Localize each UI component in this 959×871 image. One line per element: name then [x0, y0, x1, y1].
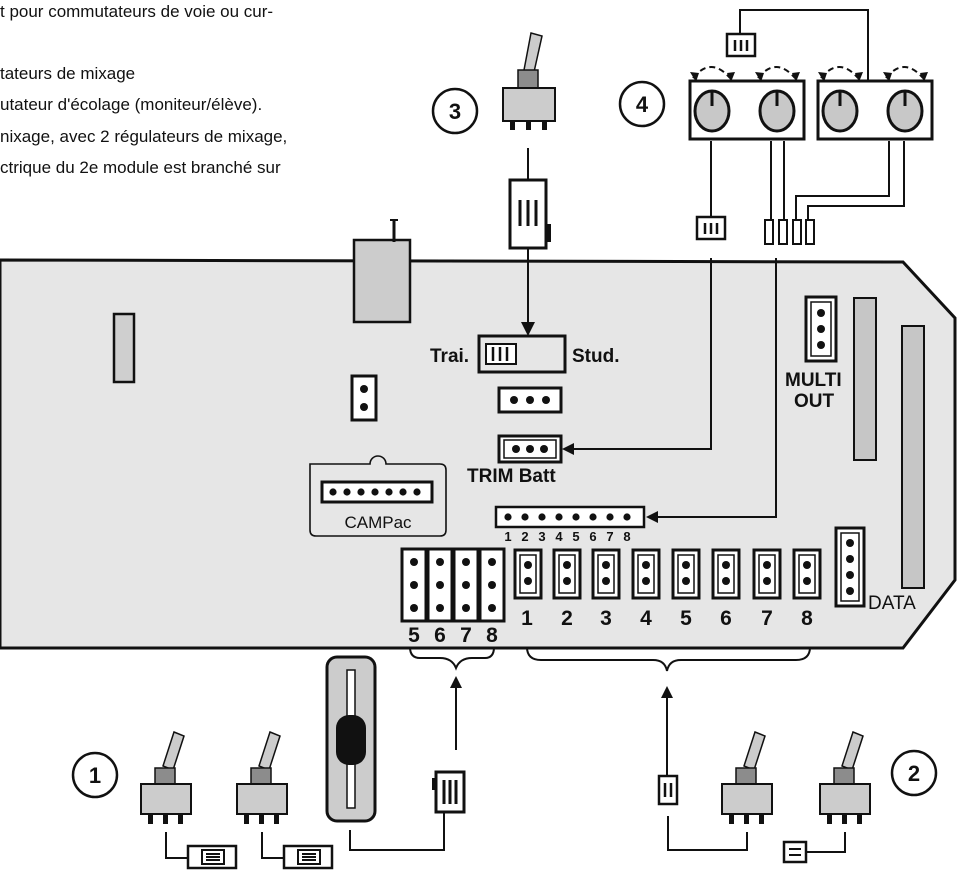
callout-2: 2	[890, 749, 938, 797]
data-label: DATA	[868, 593, 916, 614]
callout-number: 2	[908, 761, 920, 786]
callout-number: 4	[636, 92, 649, 117]
callout-1: 1	[71, 751, 119, 799]
antenna-module	[352, 219, 412, 324]
mixer-module-1	[688, 66, 806, 141]
slot-number: 8	[801, 607, 813, 630]
aux-slot-number: 7	[460, 624, 472, 647]
three-pin-socket	[497, 386, 563, 414]
eight-pin-header: 1 2 3 4 5 6 7 8	[494, 505, 646, 544]
toggle-switch-2b	[782, 731, 871, 864]
slot-number: 2	[561, 607, 573, 630]
callout-number: 1	[89, 763, 101, 788]
slot-number: 4	[640, 607, 652, 630]
switch-sockets-1-8: 1 2 3 4 5 6 7 8	[513, 548, 822, 630]
header-number: 2	[521, 529, 528, 544]
multi-label: MULTI	[785, 370, 842, 391]
intro-line: nixage, avec 2 régulateurs de mixage,	[0, 127, 288, 146]
intro-line: ctrique du 2e module est branché sur	[0, 158, 281, 177]
side-bar-long	[901, 325, 925, 589]
two-pin-plug-2	[657, 774, 748, 851]
mixer-module-2	[816, 66, 934, 141]
slot-number: 5	[680, 607, 692, 630]
brace-left	[409, 646, 495, 750]
student-label: Stud.	[572, 346, 620, 367]
header-number: 4	[555, 529, 563, 544]
header-number: 8	[623, 529, 630, 544]
callout-3: 3	[431, 87, 479, 135]
trim-batt-socket: TRIM Batt	[467, 434, 563, 487]
header-number: 3	[538, 529, 545, 544]
brace-right	[526, 646, 811, 775]
data-socket: DATA	[834, 526, 916, 614]
toggle-switch-2a	[721, 731, 773, 824]
slot-number: 3	[600, 607, 612, 630]
aux-slot-number: 5	[408, 624, 420, 647]
header-number: 6	[589, 529, 596, 544]
campac-module: CAMPac	[309, 455, 447, 537]
toggle-switch-1b	[236, 731, 334, 870]
three-pin-plug-3	[508, 178, 551, 336]
callout-4: 4	[618, 80, 666, 128]
trainer-label: Trai.	[430, 346, 469, 367]
callout-number: 3	[449, 99, 461, 124]
header-number: 7	[606, 529, 613, 544]
three-pin-plug-1	[432, 770, 466, 814]
slot-number: 7	[761, 607, 773, 630]
out-label: OUT	[794, 391, 835, 412]
left-slot	[112, 312, 136, 384]
slot-number: 6	[720, 607, 732, 630]
intro-line: t pour commutateurs de voie ou cur-	[0, 2, 274, 21]
slot-number: 1	[521, 607, 533, 630]
linear-slider	[325, 655, 445, 851]
header-number: 5	[572, 529, 579, 544]
intro-line: tateurs de mixage	[0, 64, 136, 83]
aux-slot-number: 6	[434, 624, 446, 647]
intro-line: utateur d'écolage (moniteur/élève).	[0, 95, 263, 114]
header-number: 1	[504, 529, 511, 544]
trainer-student-switch: Trai. Stud.	[430, 334, 620, 374]
two-pin-socket	[350, 374, 378, 422]
multi-out-socket: MULTI OUT	[785, 295, 842, 412]
mixer-link-cable	[725, 9, 869, 80]
mixer-wires	[646, 141, 905, 523]
trim-batt-label: TRIM Batt	[467, 466, 556, 487]
aux-sockets-5-8: 5 6 7 8	[400, 547, 506, 647]
toggle-switch-1a	[140, 731, 238, 870]
toggle-switch-3	[502, 32, 556, 180]
side-bar-short	[853, 297, 877, 461]
trim-cable	[562, 141, 727, 455]
aux-slot-number: 8	[486, 624, 498, 647]
campac-label: CAMPac	[344, 513, 412, 532]
